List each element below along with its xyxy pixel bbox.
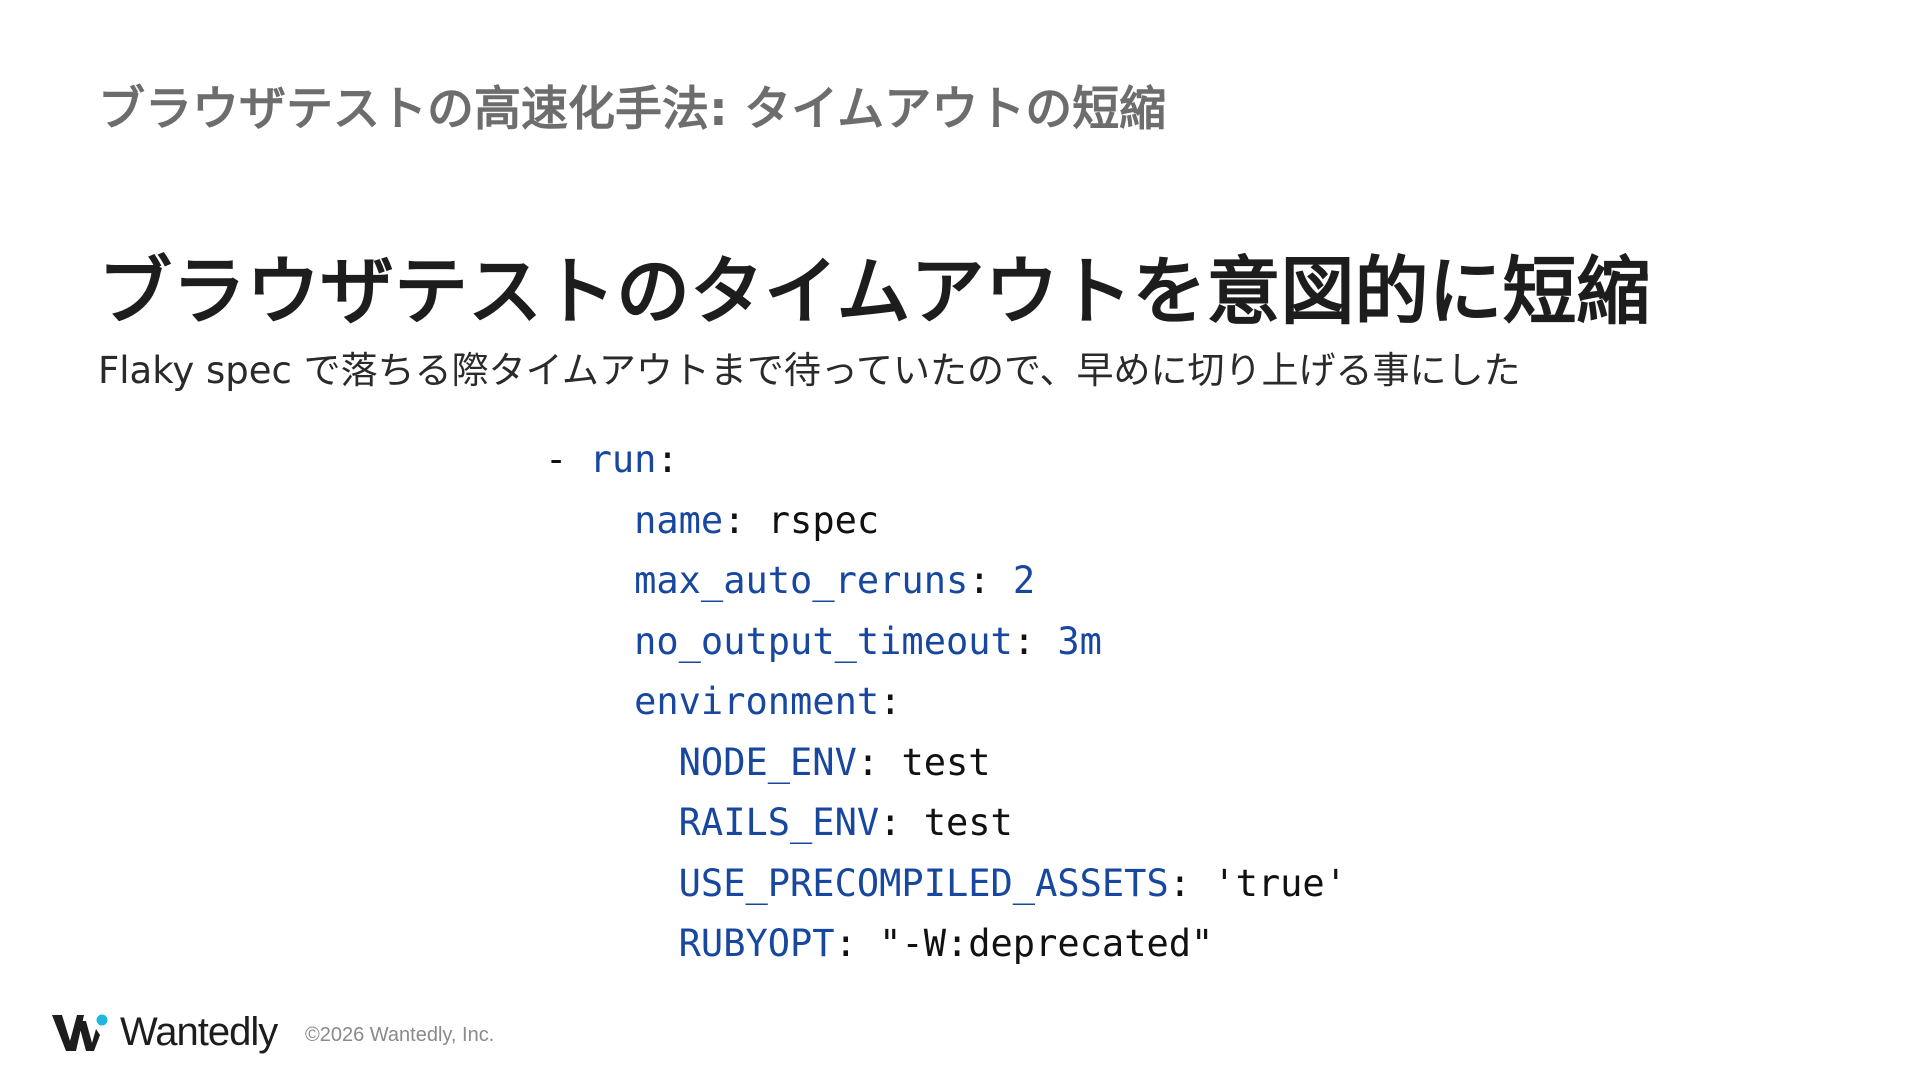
- code-line-timeout: no_output_timeout: 3m: [634, 619, 1102, 663]
- code-line-environment: environment:: [634, 680, 902, 723]
- code-line-run: - run:: [545, 438, 679, 481]
- logo-wordmark: Wantedly: [120, 1010, 278, 1054]
- code-block: - run: name: rspec max_auto_reruns: 2 no…: [545, 430, 1347, 975]
- wantedly-logo-icon: [52, 1014, 108, 1051]
- code-line-node-env: NODE_ENV: test: [678, 740, 991, 784]
- section-title: ブラウザテストの高速化手法: タイムアウトの短縮: [98, 82, 1167, 137]
- code-line-name: name: rspec: [634, 498, 880, 542]
- code-line-rails-env: RAILS_ENV: test: [678, 801, 1013, 844]
- subtitle: Flaky spec で落ちる際タイムアウトまで待っていたので、早めに切り上げる…: [98, 349, 1521, 392]
- code-line-rubyopt: RUBYOPT: "-W:deprecated": [678, 922, 1214, 965]
- code-line-reruns: max_auto_reruns: 2: [634, 559, 1036, 602]
- footer-logo: Wantedly: [50, 1010, 278, 1055]
- copyright: ©2026 Wantedly, Inc.: [305, 1024, 495, 1046]
- code-line-assets: USE_PRECOMPILED_ASSETS: 'true': [678, 861, 1347, 905]
- headline: ブラウザテストのタイムアウトを意図的に短縮: [98, 249, 1651, 335]
